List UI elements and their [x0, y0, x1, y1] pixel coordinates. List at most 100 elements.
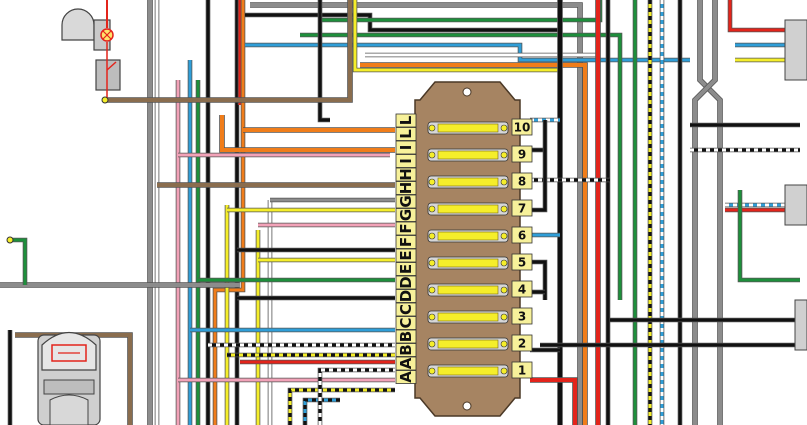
wire-grey-top	[250, 2, 583, 425]
wire-black-fuse5	[530, 259, 548, 300]
fuse-terminal-number: 5	[518, 256, 526, 270]
wire-blue-black-low	[302, 397, 340, 425]
fuse-terminal-c-2: C	[395, 316, 417, 330]
fuse-terminal-number: 2	[518, 337, 526, 351]
fuse-terminal-label: G	[397, 209, 415, 221]
fuse-terminal-5: 5	[511, 253, 533, 271]
fuse-terminal-9: 9	[511, 145, 533, 163]
fuse-terminal-3: 3	[511, 307, 533, 325]
ignition-switch	[37, 332, 101, 425]
wire-green-mid	[300, 32, 623, 300]
fuse-4	[427, 283, 509, 297]
fuse-terminal-label: B	[397, 344, 415, 355]
fuse-terminal-8: 8	[511, 172, 533, 190]
fuse-terminal-e-1: E	[395, 248, 417, 263]
wire-yellow-black-low	[287, 387, 395, 425]
fuse-terminal-label: B	[397, 331, 415, 342]
fuse-2	[427, 337, 509, 351]
fuse-3	[427, 310, 509, 324]
fuse-terminal-label: F	[397, 237, 415, 247]
fuse-terminal-10: 10	[511, 118, 533, 136]
fuse-terminal-label: I	[397, 158, 415, 164]
fuse-terminal-e-2: E	[395, 262, 417, 276]
fuse-box-screw-top	[462, 87, 472, 97]
fuse-terminal-label: C	[397, 317, 415, 328]
fuse-terminal-label: L	[397, 129, 415, 139]
fuse-terminal-label: G	[397, 195, 415, 207]
fuse-8	[427, 175, 509, 189]
wire-grey-right-2	[692, 0, 718, 425]
fuse-terminal-label: D	[397, 290, 415, 302]
fuse-terminal-number: 6	[518, 229, 526, 243]
fuse-terminal-b-1: B	[395, 329, 417, 344]
fuse-terminal-number: 9	[518, 148, 526, 162]
fuse-terminal-label: A	[397, 371, 415, 383]
wire-orange-top	[360, 62, 588, 425]
fuse-terminal-label: F	[397, 223, 415, 233]
wire-brown-horiz	[105, 0, 353, 103]
fuse-terminal-7: 7	[511, 199, 533, 217]
fuse-terminal-f-1: F	[395, 221, 417, 236]
wire-green-right-h	[737, 190, 800, 283]
fuse-terminal-label: A	[397, 357, 415, 369]
fuse-terminal-number: 3	[518, 310, 526, 324]
fuse-terminal-number: 7	[518, 202, 526, 216]
fuse-terminal-g-1: G	[395, 194, 417, 209]
fuse-terminal-label: C	[397, 304, 415, 315]
connector-right	[794, 299, 807, 351]
wire-black-top-2	[317, 0, 330, 123]
fuse-terminal-c-1: C	[395, 302, 417, 317]
connector-lamp	[101, 96, 109, 104]
fuse-10	[427, 121, 509, 135]
fuse-6	[427, 229, 509, 243]
fuse-terminal-h-2: H	[395, 181, 417, 195]
fuse-terminal-4: 4	[511, 280, 533, 298]
fuse-terminal-a-1: A	[395, 356, 417, 371]
wire-red-right-2	[727, 0, 800, 33]
connector-right-mid	[784, 184, 807, 226]
fuse-terminal-l-2: L	[395, 127, 417, 141]
fuse-7	[427, 202, 509, 216]
fuse-terminal-label: I	[397, 145, 415, 151]
fuse-terminal-number: 10	[514, 121, 531, 135]
fuse-terminal-d-1: D	[395, 275, 417, 290]
wire-blue-top	[245, 42, 690, 63]
fuse-terminal-label: H	[397, 182, 415, 195]
wire-green-left-short	[10, 237, 28, 285]
fuse-terminal-label: L	[397, 115, 415, 125]
fuse-terminal-number: 1	[518, 364, 526, 378]
fuse-terminal-d-2: D	[395, 289, 417, 303]
fuse-terminal-label: E	[397, 250, 415, 260]
fuse-terminal-label: D	[397, 276, 415, 288]
wire-orange-to-L	[219, 115, 395, 153]
wire-black-white-low	[317, 367, 395, 425]
connector-right-top	[784, 19, 807, 81]
fuse-1	[427, 364, 509, 378]
fuse-terminal-f-2: F	[395, 235, 417, 249]
wire-grey-right	[697, 0, 723, 425]
fuse-terminal-number: 4	[518, 283, 526, 297]
fuse-terminal-i-2: I	[395, 154, 417, 168]
wire-black-fuse7	[530, 120, 548, 213]
fuse-terminal-h-1: H	[395, 167, 417, 182]
fuse-terminal-i-1: I	[395, 140, 417, 155]
fuse-box-body	[414, 81, 521, 417]
fuse-terminal-6: 6	[511, 226, 533, 244]
fuse-5	[427, 256, 509, 270]
fuse-terminal-1: 1	[511, 361, 533, 379]
wire-yellow-top	[352, 0, 560, 73]
fuse-terminal-label: H	[397, 168, 415, 181]
lamp-housing	[61, 0, 121, 100]
fuse-terminal-g-2: G	[395, 208, 417, 222]
wire-red-fuse1	[530, 377, 578, 425]
fuse-terminal-number: 8	[518, 175, 526, 189]
fuse-terminal-a-2: A	[395, 370, 417, 384]
connector-left	[6, 236, 14, 244]
fuse-terminal-l-1: L	[395, 113, 417, 128]
fuse-terminal-label: E	[397, 264, 415, 274]
fuse-terminal-2: 2	[511, 334, 533, 352]
fuse-box-screw-bottom	[462, 401, 472, 411]
